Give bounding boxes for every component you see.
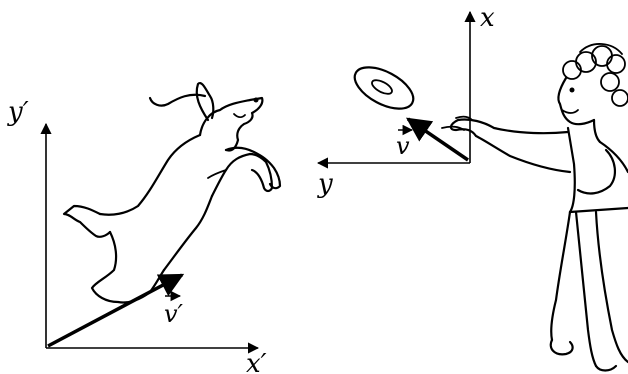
right-y-axis-label: y: [317, 169, 333, 199]
right-coordinate-frame: x y v: [316, 3, 495, 199]
left-coordinate-frame: y′ x′ v′: [7, 97, 267, 374]
right-velocity-label: v: [396, 132, 410, 160]
left-x-axis-label: x′: [246, 349, 267, 374]
woman-thrower-illustration: [441, 43, 628, 372]
leaping-dog-illustration: [62, 82, 282, 304]
left-y-axis-label: y′: [7, 97, 29, 127]
left-velocity-label: v′: [164, 300, 184, 328]
right-velocity-label-group: v: [396, 124, 414, 160]
hair: [562, 43, 628, 107]
right-x-axis-label: x: [480, 3, 495, 33]
left-velocity-label-group: v′: [164, 290, 184, 328]
frisbee-illustration: [353, 66, 415, 110]
right-velocity-vector: [405, 117, 469, 162]
left-velocity-vector: [47, 273, 185, 348]
